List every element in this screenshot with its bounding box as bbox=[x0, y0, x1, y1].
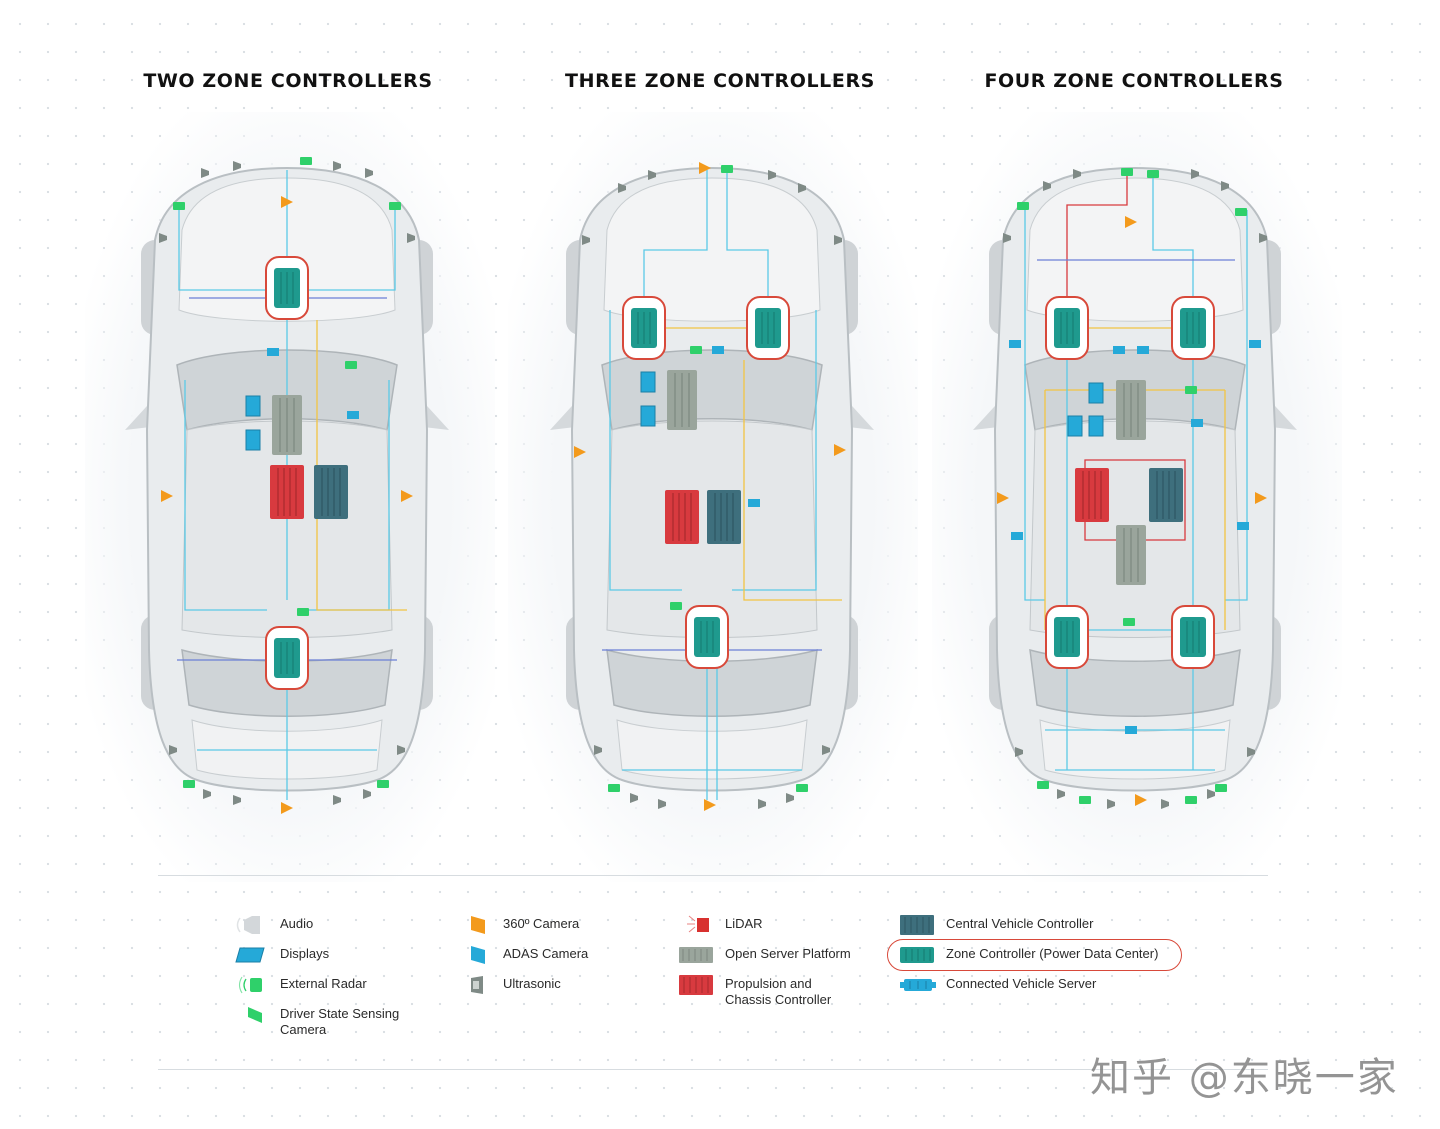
legend-label: Open Server Platform bbox=[725, 946, 851, 961]
adas-camera-icon bbox=[471, 946, 485, 964]
legend-item-lidar: LiDAR bbox=[677, 912, 763, 938]
ultrasonic-icon bbox=[471, 976, 483, 994]
zone-controller-icon bbox=[900, 947, 934, 963]
driver-camera-icon bbox=[248, 1007, 262, 1023]
connected-server-icon bbox=[900, 979, 936, 991]
legend-item-zone-controller: Zone Controller (Power Data Center) bbox=[898, 942, 1158, 968]
propulsion-controller-icon bbox=[679, 975, 713, 995]
panel-title-three-zone: THREE ZONE CONTROLLERS bbox=[565, 70, 875, 92]
divider-bottom bbox=[158, 1069, 1268, 1070]
audio-icon bbox=[236, 916, 260, 934]
legend-item-connected-vehicle-server: Connected Vehicle Server bbox=[898, 972, 1096, 998]
legend-label: External Radar bbox=[280, 976, 367, 991]
legend-item-ultrasonic: Ultrasonic bbox=[455, 972, 561, 998]
panel-title-four-zone: FOUR ZONE CONTROLLERS bbox=[984, 70, 1284, 92]
legend-label: Central Vehicle Controller bbox=[946, 916, 1094, 931]
legend-item-driver-state-camera: Driver State Sensing Camera bbox=[232, 1002, 399, 1038]
central-controller-icon bbox=[900, 915, 934, 935]
server-platform-icon bbox=[679, 947, 713, 963]
legend-item-displays: Displays bbox=[232, 942, 329, 968]
radar-icon bbox=[238, 976, 262, 994]
legend-item-adas-camera: ADAS Camera bbox=[455, 942, 588, 968]
legend-label: Ultrasonic bbox=[503, 976, 561, 991]
legend-label: Displays bbox=[280, 946, 330, 961]
display-icon bbox=[235, 947, 265, 963]
legend-item-external-radar: External Radar bbox=[232, 972, 367, 998]
panel-title-two-zone: TWO ZONE CONTROLLERS bbox=[143, 70, 433, 92]
camera-360-icon bbox=[471, 916, 485, 934]
legend-item-propulsion-chassis-controller: Propulsion and Chassis Controller bbox=[677, 972, 831, 1008]
legend-label: 360º Camera bbox=[503, 916, 580, 931]
legend-label: Propulsion and Chassis Controller bbox=[725, 976, 832, 1007]
legend-item-open-server-platform: Open Server Platform bbox=[677, 942, 851, 968]
car-diagram-two-zone bbox=[124, 157, 450, 814]
legend-label: Driver State Sensing Camera bbox=[280, 1006, 400, 1037]
car-diagram-four-zone bbox=[972, 167, 1298, 809]
zone-controller-highlight bbox=[887, 939, 1182, 971]
legend-item-360-camera: 360º Camera bbox=[455, 912, 579, 938]
car-diagram-three-zone bbox=[549, 162, 875, 811]
legend-label: Zone Controller (Power Data Center) bbox=[946, 946, 1159, 961]
legend-label: Audio bbox=[280, 916, 314, 931]
lidar-icon bbox=[687, 915, 709, 933]
legend-label: ADAS Camera bbox=[503, 946, 589, 961]
legend-label: Connected Vehicle Server bbox=[946, 976, 1097, 991]
legend-item-central-vehicle-controller: Central Vehicle Controller bbox=[898, 912, 1093, 938]
watermark: 知乎 @东晓一家 bbox=[1090, 1055, 1399, 1101]
divider-top bbox=[158, 875, 1268, 876]
legend-item-audio: Audio bbox=[232, 912, 313, 938]
legend-label: LiDAR bbox=[725, 916, 763, 931]
